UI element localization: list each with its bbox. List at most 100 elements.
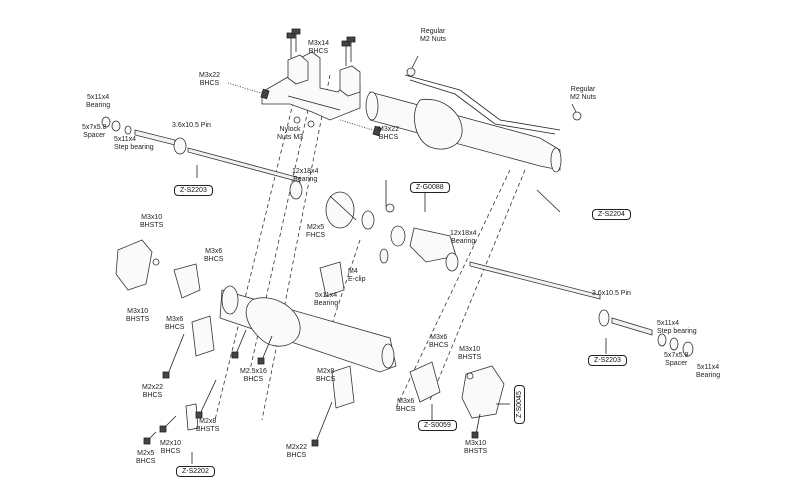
label-line: M3x22 (378, 126, 400, 133)
label-m3x6-bhcs-left: M3x6 BHCS (204, 248, 223, 264)
nylock-nuts (293, 116, 315, 128)
label-line: FHCS (306, 232, 326, 239)
label-line: E-clip (348, 276, 366, 283)
upper-axle-housing (365, 55, 582, 173)
label-pin-left: 3.6x10.5 Pin (172, 122, 211, 129)
label-line: Bearing (293, 176, 318, 183)
label-line: BHSTS (196, 426, 220, 433)
label-m4-eclip: M4 E-clip (348, 268, 366, 284)
label-line: M2x5 (137, 450, 155, 457)
label-spacer-5x7x5-8-right: 5x7x5.8 Spacer (664, 352, 689, 368)
label-line: 5x11x4 (697, 364, 720, 371)
ref-z-s0059: Z-S0059 (418, 420, 457, 431)
label-regular-m2-nuts-top: Regular M2 Nuts (420, 28, 446, 44)
label-line: BHSTS (464, 448, 488, 455)
link-brackets (185, 315, 355, 431)
label-line: M2x22 (142, 384, 164, 391)
label-line: M3x6 (397, 398, 415, 405)
label-pin-right: 3.6x10.5 Pin (592, 290, 631, 297)
label-line: Bearing (451, 238, 476, 245)
label-line: 5x7x5.8 (82, 124, 107, 131)
label-line: BHCS (396, 406, 416, 413)
label-m2x8-bhsts: M2x8 BHSTS (196, 418, 219, 434)
label-line: M2x8 (317, 368, 335, 375)
label-line: M2.5x16 (240, 368, 267, 375)
label-m2x5-bhcs: M2x5 BHCS (136, 450, 155, 466)
ref-z-g0088: Z-G0088 (410, 182, 450, 193)
label-line: M2x5 (306, 224, 325, 231)
label-line: BHSTS (458, 354, 482, 361)
left-knuckle (115, 239, 201, 299)
label-spacer-5x7x5-8-left: 5x7x5.8 Spacer (82, 124, 107, 140)
label-line: M2x10 (160, 440, 182, 447)
ref-z-s2203-left: Z-S2203 (174, 185, 213, 196)
lower-axle-housing (219, 261, 397, 373)
label-m3x6-bhcs-bottom: M3x6 BHCS (396, 398, 415, 414)
upper-link-mount (261, 51, 361, 121)
label-line: M3x10 (127, 308, 149, 315)
label-line: Nuts M3 (277, 134, 304, 141)
label-line: 5x11x4 (657, 320, 680, 327)
label-line: Nylock (279, 126, 301, 133)
label-line: M4 (348, 268, 358, 275)
label-line: M3x14 (308, 40, 330, 47)
label-line: BHCS (316, 376, 336, 383)
label-line: M2x22 (286, 444, 308, 451)
label-m3x6-bhcs-mid: M3x6 BHCS (165, 316, 184, 332)
label-line: Step bearing (114, 144, 154, 151)
label-line: 12x18x4 (292, 168, 319, 175)
label-line: 12x18x4 (450, 230, 477, 237)
left-stub-shaft (101, 116, 303, 200)
right-knuckle (409, 361, 505, 419)
label-line: Regular (420, 28, 446, 35)
label-m3x10-bhsts-left: M3x10 BHSTS (126, 308, 149, 324)
label-line: BHCS (142, 392, 163, 399)
label-m2x22-bhcs-bottom: M2x22 BHCS (286, 444, 307, 460)
label-line: 5x11x4 (114, 136, 137, 143)
label-line: 5x11x4 (315, 292, 338, 299)
ref-z-s2204: Z-S2204 (592, 209, 631, 220)
label-line: BHCS (136, 458, 156, 465)
label-m3x10-bhsts-right: M3x10 BHSTS (458, 346, 481, 362)
label-line: M3x6 (205, 248, 223, 255)
label-bearing-12x18x4-top: 12x18x4 Bearing (292, 168, 318, 184)
label-line: M2 Nuts (570, 94, 597, 101)
label-step-bearing-left: 5x11x4 Step bearing (114, 136, 154, 152)
label-line: Bearing (314, 300, 339, 307)
label-line: M3x10 (465, 440, 487, 447)
label-m3x10-bhsts-topleft: M3x10 BHSTS (140, 214, 163, 230)
label-m2x8-bhcs: M2x8 BHCS (316, 368, 335, 384)
label-line: BHCS (160, 448, 181, 455)
label-line: Spacer (665, 360, 688, 367)
label-m2-5x16-bhcs: M2.5x16 BHCS (240, 368, 267, 384)
label-line: BHSTS (126, 316, 150, 323)
m3x22-screws (227, 82, 382, 137)
label-line: BHCS (243, 376, 264, 383)
leader-lines (191, 165, 607, 464)
label-m3x6-bhcs-right: M3x6 BHCS (429, 334, 448, 350)
label-line: Regular (570, 86, 596, 93)
label-bearing-12x18x4-right: 12x18x4 Bearing (450, 230, 476, 246)
ref-z-s2202: Z-S2202 (176, 466, 215, 477)
label-line: Step bearing (657, 328, 697, 335)
assembly-guide-lines (214, 74, 526, 421)
label-bearing-5x11x4-right: 5x11x4 Bearing (696, 364, 720, 380)
label-line: BHCS (308, 48, 329, 55)
label-step-bearing-right: 5x11x4 Step bearing (657, 320, 697, 336)
right-long-shaft (469, 261, 694, 357)
label-line: BHSTS (140, 222, 164, 229)
label-regular-m2-nuts-right: Regular M2 Nuts (570, 86, 596, 102)
label-m2x22-bhcs-left: M2x22 BHCS (142, 384, 163, 400)
label-line: BHCS (199, 80, 220, 87)
label-m3x22-bhcs-left: M3x22 BHCS (199, 72, 220, 88)
label-line: M3x10 (141, 214, 163, 221)
differential-parts (325, 180, 459, 272)
label-line: BHCS (204, 256, 224, 263)
label-m2x10-bhcs: M2x10 BHCS (160, 440, 181, 456)
label-m2x5-fhcs: M2x5 FHCS (306, 224, 325, 240)
label-line: Spacer (83, 132, 106, 139)
label-line: M3x6 (430, 334, 448, 341)
label-line: M2x8 (199, 418, 217, 425)
label-line: 5x11x4 (87, 94, 110, 101)
